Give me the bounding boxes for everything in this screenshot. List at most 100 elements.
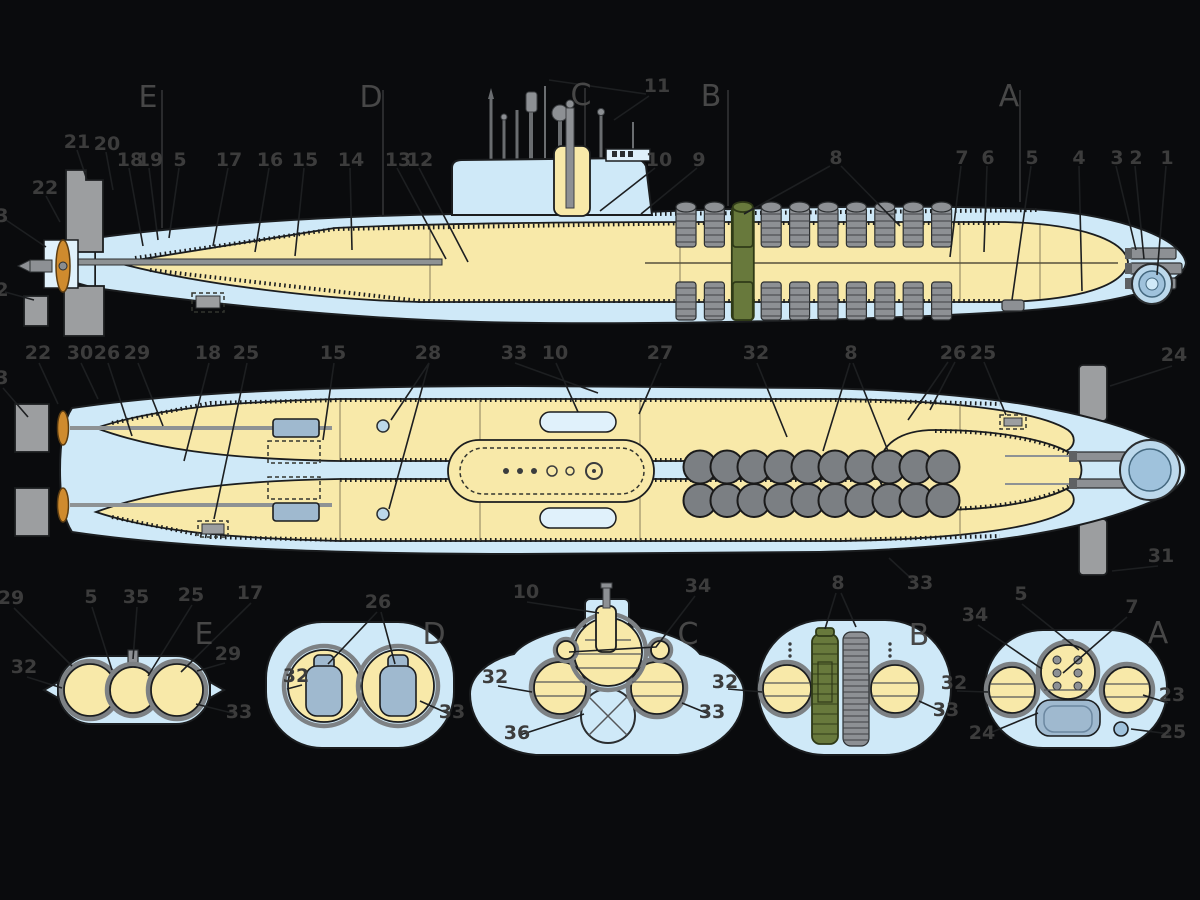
callout-number-plan: 15: [320, 342, 346, 364]
bow-plane-upper: [1078, 364, 1108, 422]
callout-number-section: 33: [933, 699, 959, 721]
sonar-dome-inner: [1043, 705, 1093, 733]
callout-number-side: 18: [117, 149, 143, 171]
callout-number-side: 4: [1072, 147, 1085, 169]
section-letter-bottom: E: [195, 617, 214, 652]
missile-silo-bottom: [731, 281, 754, 321]
section-d: [265, 621, 455, 749]
callout-number-plan: 8: [844, 342, 857, 364]
sail-window-icons: [612, 151, 633, 157]
propeller-shaft: [59, 258, 443, 266]
prop-hub: [58, 261, 68, 271]
callout-number-section: 5: [84, 586, 97, 608]
lower-tail-fin: [63, 285, 105, 337]
section-c-mast: [602, 585, 611, 609]
missile-silo-top: [874, 206, 896, 248]
callout-number-section: 32: [941, 672, 967, 694]
missile-silo-cap: [731, 201, 754, 213]
deck-hatch-lower: [539, 507, 617, 529]
missile-silo-cap: [817, 201, 839, 213]
callout-number-section: 32: [283, 665, 309, 687]
plan-leader-lines: [2, 361, 1173, 572]
sonar-side: [1131, 263, 1173, 305]
missile-silo-top: [760, 206, 782, 248]
reactor-vessel-right: [379, 654, 417, 717]
missile-tube-ribs: [812, 637, 869, 741]
missile-silo-bottom: [788, 281, 811, 321]
missile-tube-cap: [815, 627, 835, 637]
section-c-mast-cap: [600, 582, 613, 589]
missile-silo-top: [930, 206, 953, 248]
section-leader-lines: [13, 557, 1171, 736]
propeller-plan-upper: [56, 410, 70, 446]
mast-top-knob: [565, 99, 575, 109]
callout-number-section: 29: [0, 587, 24, 609]
dashed-box-aft: [197, 520, 229, 538]
callout-number-section: 23: [1159, 684, 1185, 706]
callout-number-side: 22: [32, 177, 58, 199]
callout-number-side: 9: [692, 149, 705, 171]
section-letter-top: D: [359, 80, 382, 115]
deck-hatch-upper: [539, 411, 617, 433]
missile-silo-bottom: [760, 281, 782, 321]
callout-number-plan: 33: [501, 342, 527, 364]
callout-number-section: 33: [907, 572, 933, 594]
box-bow: [1003, 417, 1023, 427]
callout-number-side: 19: [137, 149, 163, 171]
missile-silo-cap: [703, 201, 726, 213]
callout-number-side: 3: [0, 205, 9, 227]
callout-number-side: 15: [292, 149, 318, 171]
section-a-small-port: [1113, 721, 1129, 737]
callout-number-plan: 25: [233, 342, 259, 364]
callout-number-side: 14: [338, 149, 364, 171]
callout-number-side: 20: [94, 133, 120, 155]
reactor-vessel-left: [305, 654, 343, 717]
missile-silo-top: [788, 206, 811, 248]
missile-silo-bottom: [845, 281, 868, 321]
callout-number-plan: 30: [67, 342, 93, 364]
callout-number-section: 34: [962, 604, 988, 626]
cross-sections: [13, 557, 1171, 756]
callout-number-section: 25: [1160, 721, 1186, 743]
missile-silo-top: [731, 206, 754, 248]
callout-number-section: 33: [439, 701, 465, 723]
section-b-deck-lines: [764, 682, 918, 697]
sonar-plan: [1119, 439, 1181, 501]
equipment-box: [195, 295, 221, 309]
callout-number-plan: 27: [647, 342, 673, 364]
callout-number-plan: 26: [94, 342, 120, 364]
callout-number-side: 10: [646, 149, 672, 171]
missile-silo-top: [845, 206, 868, 248]
machinery-box-lower: [272, 502, 320, 522]
sail-side: [451, 156, 654, 216]
callout-number-side: 6: [981, 147, 994, 169]
deck-serration: [654, 208, 1041, 216]
missile-silo-bottom: [675, 281, 697, 321]
callout-number-side: 2: [0, 279, 9, 301]
missile-silo-bottom: [703, 281, 726, 321]
callout-number-section: 35: [123, 586, 149, 608]
torpedo-tubes-plan: [1005, 451, 1138, 489]
callout-number-side: 1: [1160, 147, 1173, 169]
dashed-bay-upper: [267, 440, 321, 464]
callout-number-side: 8: [829, 147, 842, 169]
section-e-tip-right: [209, 680, 227, 700]
missile-silo-bottom: [902, 281, 924, 321]
callout-number-side: 2: [1129, 147, 1142, 169]
section-a-deck-lines: [990, 683, 1149, 698]
callout-number-side: 21: [64, 131, 90, 153]
missile-tube-loaded: [811, 633, 839, 745]
section-letter-top: B: [701, 79, 722, 114]
stern-gear-upper: [14, 403, 50, 453]
missile-silo-bottom: [874, 281, 896, 321]
missile-silo-top: [703, 206, 726, 248]
callout-number-side: 17: [216, 149, 242, 171]
section-letter-top: C: [571, 78, 592, 113]
callout-number-side: 11: [644, 75, 670, 97]
side-view: [4, 79, 1188, 337]
section-letter-top: E: [139, 80, 158, 115]
missile-silo-circle: [925, 483, 961, 518]
callout-number-section: 24: [969, 722, 995, 744]
missile-silo-bottom: [930, 281, 953, 321]
section-cut-lines: [161, 88, 1021, 228]
